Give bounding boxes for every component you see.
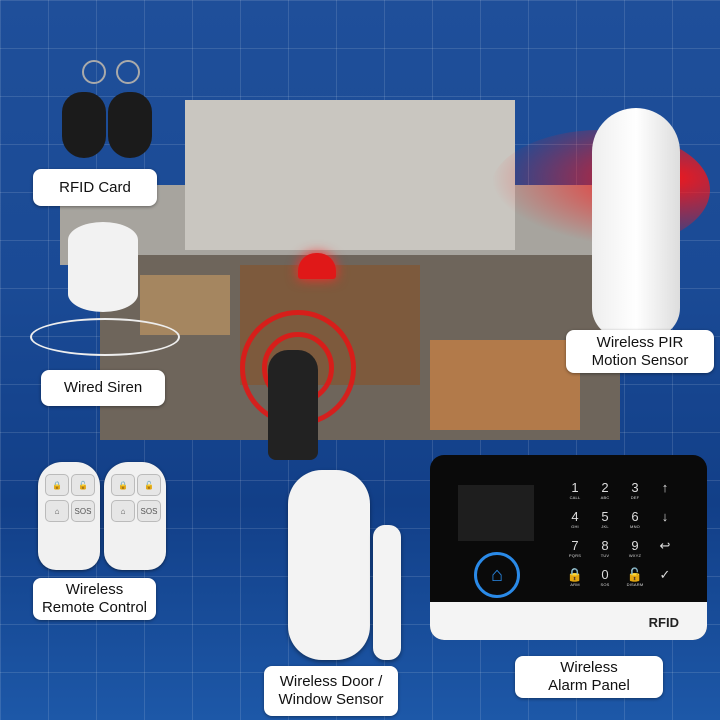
sensor-magnet [373, 525, 401, 660]
label-text: Wired Siren [63, 379, 143, 396]
key-label: 3 [631, 480, 639, 495]
panel-bottom-strip [430, 602, 707, 640]
key-label: ↩ [659, 538, 671, 553]
sos-button: SOS [71, 500, 95, 522]
key-label: 4 [571, 509, 579, 524]
lock-icon: 🔒 [111, 474, 135, 496]
key-sublabel: CALL [569, 495, 581, 500]
alarm-beacon-icon [298, 253, 336, 279]
label-text: Motion Sensor [591, 351, 689, 369]
key-sublabel: JKL [601, 524, 609, 529]
label-door-sensor: Wireless Door / Window Sensor [264, 666, 398, 716]
label-text: Wireless PIR [596, 333, 684, 351]
label-text: Wireless Door / [279, 673, 383, 690]
label-pir-sensor: Wireless PIR Motion Sensor [566, 330, 714, 373]
pir-motion-sensor [592, 108, 680, 338]
lock-icon: 🔒 [45, 474, 69, 496]
keyring-icon [116, 60, 140, 84]
key-sublabel: GHI [571, 524, 579, 529]
label-text: Remote Control [41, 599, 148, 616]
key-sublabel: SOS [600, 582, 610, 587]
remote-control: 🔒 🔓 ⌂ SOS [104, 462, 166, 570]
home-icon: ⌂ [474, 552, 520, 598]
rfid-tag [108, 92, 152, 158]
key-sublabel: ABC [600, 495, 610, 500]
key-label: 8 [601, 538, 609, 553]
keypad-key: ↩ [652, 539, 678, 553]
key-label: 6 [631, 509, 639, 524]
label-alarm-panel: Wireless Alarm Panel [515, 656, 663, 698]
keypad-key: ↓ [652, 510, 678, 524]
keypad-key: 🔓DISARM [622, 567, 648, 588]
key-label: 5 [601, 509, 609, 524]
label-remote-control: Wireless Remote Control [33, 578, 156, 620]
key-label: 🔒 [566, 567, 584, 582]
keypad-key: ↑ [652, 481, 678, 495]
panel-screen [458, 485, 534, 541]
key-sublabel: MNO [630, 524, 640, 529]
key-label: ↑ [661, 480, 669, 495]
label-text: RFID Card [59, 178, 131, 196]
wired-siren [68, 222, 138, 312]
key-sublabel: TUV [600, 553, 610, 558]
keypad-key: ✓ [652, 568, 678, 582]
label-text: Alarm Panel [548, 677, 630, 694]
key-label: 2 [601, 480, 609, 495]
key-label: 9 [631, 538, 639, 553]
rfid-logo: RFID [648, 615, 679, 630]
key-sublabel: DEF [630, 495, 640, 500]
home-icon: ⌂ [45, 500, 69, 522]
label-wired-siren: Wired Siren [41, 370, 165, 406]
key-sublabel: WXYZ [628, 553, 642, 558]
home-icon: ⌂ [111, 500, 135, 522]
house-upper-floor [185, 100, 515, 250]
label-text: Window Sensor [278, 691, 384, 708]
door-window-sensor [288, 470, 370, 660]
key-label: 1 [571, 480, 579, 495]
label-text: Wireless [65, 581, 124, 598]
rfid-tag [62, 92, 106, 158]
keypad-key: 🔒ARM [562, 567, 588, 588]
remote-control: 🔒 🔓 ⌂ SOS [38, 462, 100, 570]
sos-button: SOS [137, 500, 161, 522]
siren-cable [30, 318, 180, 356]
key-label: ↓ [661, 509, 669, 524]
key-label: 7 [571, 538, 579, 553]
key-sublabel: DISARM [626, 582, 644, 587]
key-label: 🔓 [626, 567, 644, 582]
burglar-figure [268, 350, 318, 460]
key-sublabel: PQRS [568, 553, 582, 558]
unlock-icon: 🔓 [71, 474, 95, 496]
lounge-room [430, 340, 580, 430]
unlock-icon: 🔓 [137, 474, 161, 496]
key-sublabel: ARM [570, 582, 580, 587]
keyring-icon [82, 60, 106, 84]
key-label: ✓ [659, 567, 671, 582]
label-rfid-card: RFID Card [33, 169, 157, 206]
key-label: 0 [601, 567, 609, 582]
label-text: Wireless [560, 659, 618, 676]
